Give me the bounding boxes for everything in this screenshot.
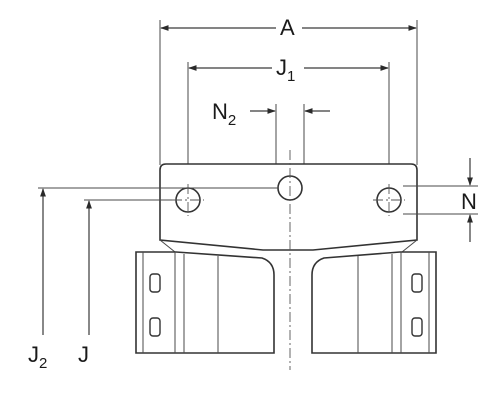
flange-chamfer-left bbox=[159, 239, 176, 253]
dimension-a: A bbox=[159, 14, 418, 165]
label-n2: N2 bbox=[212, 99, 236, 129]
body-right-outline bbox=[311, 251, 437, 354]
dimension-n: N bbox=[403, 158, 484, 242]
label-j: J bbox=[78, 342, 89, 367]
dimension-j1: J1 bbox=[187, 54, 390, 183]
label-a: A bbox=[280, 15, 295, 40]
label-j1: J1 bbox=[276, 55, 295, 85]
flange-outline bbox=[159, 163, 418, 251]
label-backing-n bbox=[458, 190, 484, 212]
label-backing-j1 bbox=[272, 54, 304, 82]
label-j2: J2 bbox=[28, 342, 47, 372]
center-lines bbox=[172, 150, 405, 370]
label-backing-a bbox=[276, 14, 302, 38]
body-left-outline bbox=[135, 251, 275, 354]
slot-right-lower bbox=[411, 317, 423, 337]
slot-right-upper bbox=[411, 273, 423, 293]
housing-body-right bbox=[311, 251, 437, 354]
housing-flange bbox=[159, 163, 418, 253]
slot-left-lower bbox=[149, 317, 161, 337]
flange-chamfer-right bbox=[401, 239, 418, 253]
label-n: N bbox=[461, 189, 477, 214]
dimension-j: J bbox=[78, 199, 176, 367]
slot-left-upper bbox=[149, 273, 161, 293]
housing-body-left bbox=[135, 251, 275, 354]
dimension-j2: J2 bbox=[28, 187, 278, 372]
